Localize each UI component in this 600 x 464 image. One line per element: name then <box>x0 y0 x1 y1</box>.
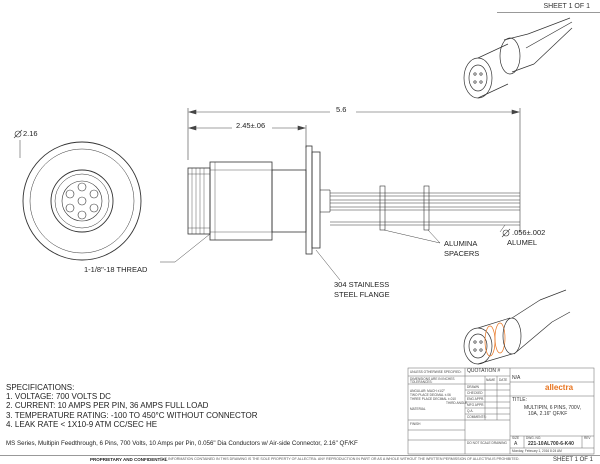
tb-unless: UNLESS OTHERWISE SPECIFIED: <box>410 370 462 374</box>
tb-rev-label: REV <box>584 436 591 440</box>
tb-do-not-scale: DO NOT SCALE DRAWING <box>467 441 507 445</box>
end-view <box>19 140 142 261</box>
tb-size-label: SIZE <box>512 436 520 440</box>
tb-angular: ANGULAR: MACH ±1/2° <box>410 389 445 393</box>
tb-scale: Monday, February 1, 2016 8:24 AM <box>512 449 562 453</box>
tb-drawn: DRAWN <box>467 385 479 389</box>
specifications-block: SPECIFICATIONS: 1. VOLTAGE: 700 VOLTS DC… <box>6 383 258 429</box>
tb-title-line1: MULTIPIN, 6 PINS, 700V, <box>524 405 581 411</box>
tb-dwg-label: DWG. NO. <box>526 436 542 440</box>
spec-item: 3. TEMPERATURE RATING: -100 TO 450°C WIT… <box>6 410 258 420</box>
leader-lines <box>160 224 506 281</box>
spacers-callout-line2: SPACERS <box>444 249 480 258</box>
proprietary-text: THE INFORMATION CONTAINED IN THIS DRAWIN… <box>160 457 520 461</box>
sheet-divider <box>497 12 600 13</box>
diameter-symbols <box>13 129 511 238</box>
iso-view-top <box>463 17 573 99</box>
tb-name: NAME <box>486 378 496 382</box>
overall-length-label: 5.6 <box>336 105 347 114</box>
tb-checked: CHECKED <box>467 391 483 395</box>
flange-diameter-label: 2.16 <box>23 129 38 138</box>
tb-size-value: A <box>514 441 518 447</box>
conductor-diameter-label: .056±.002 <box>512 228 546 237</box>
flange-callout-line1: 304 STAINLESS <box>334 280 390 289</box>
title-block-lines <box>407 367 595 455</box>
flange-callout-line2: STEEL FLANGE <box>334 290 390 299</box>
brand-logo: allectra <box>545 383 574 392</box>
dim-overall-length <box>187 108 521 232</box>
side-view <box>187 145 520 255</box>
tb-quotation: QUOTATION # <box>467 368 501 374</box>
dim-body-length <box>187 125 307 148</box>
tb-dimensions: DIMENSIONS ARE IN INCHES <box>410 377 455 381</box>
tb-three-place: THREE PLACE DECIMAL ±.010 <box>410 397 456 401</box>
thread-label: 1-1/8"-18 THREAD <box>84 265 148 274</box>
tb-na: N/A <box>512 375 521 381</box>
spacers-callout-line1: ALUMINA <box>444 239 478 248</box>
tb-eng-appr: ENG APPR. <box>467 397 485 401</box>
tb-comments: COMMENTS: <box>467 415 487 419</box>
tb-tolerances: TOLERANCES: <box>410 380 433 384</box>
tb-finish: FINISH <box>410 422 421 426</box>
part-description: MS Series, Multipin Feedthrough, 6 Pins,… <box>6 440 358 447</box>
sheet-label-top: SHEET 1 OF 1 <box>543 3 590 10</box>
body-length-label: 2.45±.06 <box>236 121 266 130</box>
iso-view-bottom <box>463 289 571 365</box>
tb-title-label: TITLE: <box>512 397 528 403</box>
tb-material: MATERIAL <box>410 407 426 411</box>
proprietary-label: PROPRIETARY AND CONFIDENTIAL <box>90 457 168 462</box>
spec-item: 1. VOLTAGE: 700 VOLTS DC <box>6 392 111 402</box>
tb-third-angle: THIRD ANGLE <box>446 401 468 405</box>
tb-title-line2: 10A, 2.16" QF/KF <box>528 411 568 417</box>
spec-item: 4. LEAK RATE < 1X10-9 ATM CC/SEC HE <box>6 419 158 429</box>
footer-bar: PROPRIETARY AND CONFIDENTIAL THE INFORMA… <box>0 455 600 464</box>
spec-item: 2. CURRENT: 10 AMPS PER PIN, 36 AMPS FUL… <box>6 401 209 411</box>
tb-date: DATE <box>499 378 508 382</box>
tb-mfg-appr: MFG APPR. <box>467 403 485 407</box>
conductor-material-label: ALUMEL <box>507 238 538 247</box>
sheet-label-bottom: SHEET 1 OF 1 <box>553 457 593 463</box>
tb-two-place: TWO PLACE DECIMAL ±.06 <box>410 393 451 397</box>
tb-qa: Q.A. <box>467 409 474 413</box>
specifications-heading: SPECIFICATIONS: <box>6 383 75 392</box>
tb-dwg-value: 221-10AL700-6-K40 <box>528 441 574 447</box>
